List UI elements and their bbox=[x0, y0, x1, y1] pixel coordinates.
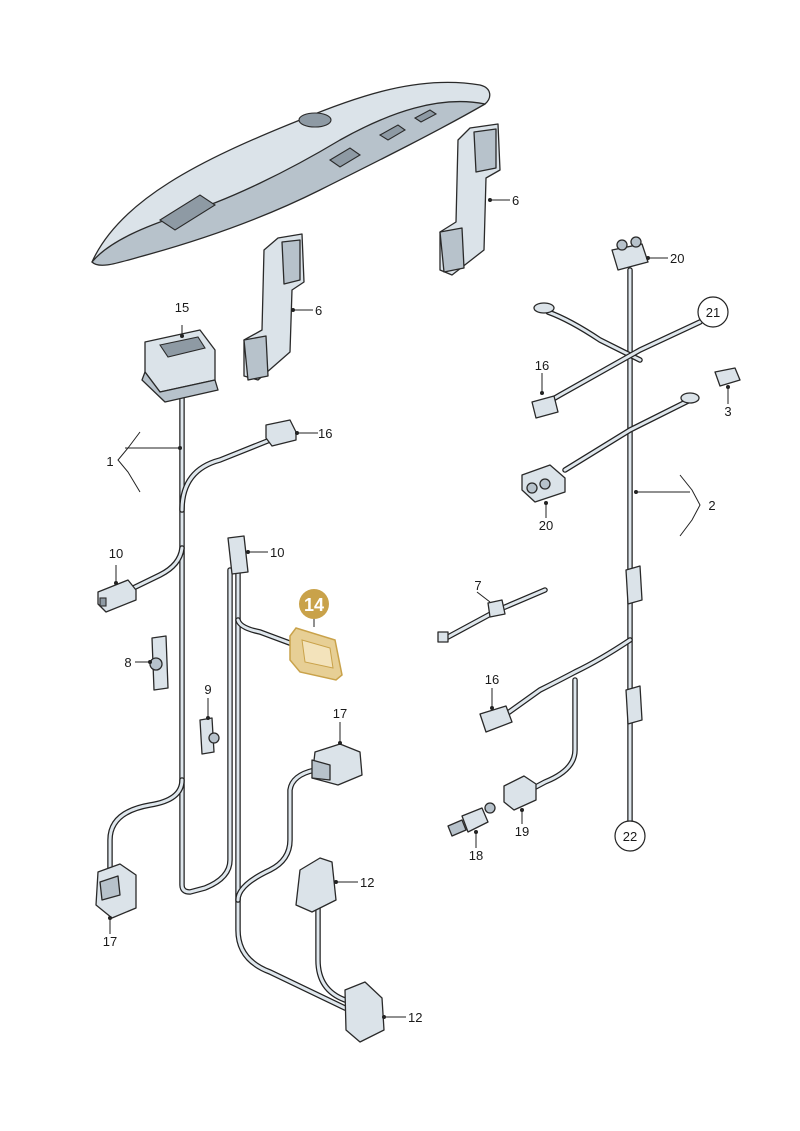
callout-6-upper: 6 bbox=[512, 193, 519, 208]
callout-10-left: 10 bbox=[109, 546, 123, 561]
callout-2: 2 bbox=[708, 498, 715, 513]
callout-dots bbox=[108, 198, 730, 1019]
callout-21: 21 bbox=[706, 305, 720, 320]
connector-20-top bbox=[611, 236, 649, 271]
circled-callout-21: 21 bbox=[697, 296, 729, 328]
connector-17-center bbox=[311, 743, 363, 786]
fuse-box bbox=[141, 329, 219, 403]
cable-tie-7 bbox=[437, 599, 506, 643]
leader-lines bbox=[109, 199, 729, 1018]
ring-terminal-b bbox=[680, 392, 700, 404]
connector-10-left bbox=[97, 579, 137, 613]
callout-12-upper: 12 bbox=[360, 875, 374, 890]
clip-3 bbox=[714, 367, 741, 387]
clip-lower-right bbox=[625, 685, 643, 725]
callout-16-right-upper: 16 bbox=[535, 358, 549, 373]
holder-12-lower bbox=[344, 981, 385, 1043]
connector-16-right-lower bbox=[479, 705, 513, 733]
ring-terminal-a bbox=[533, 302, 555, 314]
clip-9 bbox=[199, 717, 220, 755]
callout-3: 3 bbox=[724, 404, 731, 419]
callout-17-center: 17 bbox=[333, 706, 347, 721]
callout-1: 1 bbox=[106, 454, 113, 469]
callout-14: 14 bbox=[304, 595, 324, 615]
highlight-callout-14[interactable]: 14 bbox=[299, 589, 329, 619]
bracket-upper bbox=[439, 123, 501, 276]
holder-12-upper bbox=[295, 857, 337, 913]
callout-20-lower: 20 bbox=[539, 518, 553, 533]
connector-19 bbox=[503, 775, 537, 811]
clip-upper-right bbox=[625, 565, 643, 605]
connector-16-right-upper bbox=[531, 395, 559, 419]
callout-8: 8 bbox=[124, 655, 131, 670]
callout-12-lower: 12 bbox=[408, 1010, 422, 1025]
callout-16-right-lower: 16 bbox=[485, 672, 499, 687]
bracket-lower bbox=[243, 233, 305, 381]
left-harness bbox=[107, 392, 348, 1011]
callout-6-lower: 6 bbox=[315, 303, 322, 318]
callout-19: 19 bbox=[515, 824, 529, 839]
control-unit-14 bbox=[289, 627, 343, 681]
trim-panel bbox=[91, 81, 491, 266]
callout-10-center: 10 bbox=[270, 545, 284, 560]
right-harness bbox=[445, 267, 703, 825]
callout-9: 9 bbox=[204, 682, 211, 697]
callout-7: 7 bbox=[474, 578, 481, 593]
connector-17-left bbox=[95, 863, 137, 919]
connector-10-center bbox=[227, 535, 249, 575]
callout-22: 22 bbox=[623, 829, 637, 844]
callout-16-left: 16 bbox=[318, 426, 332, 441]
connector-16-left bbox=[265, 419, 297, 447]
callout-15: 15 bbox=[175, 300, 189, 315]
callout-labels: 15 1 16 10 10 8 9 17 17 12 12 6 6 20 16 … bbox=[103, 193, 732, 1025]
sensor-18 bbox=[447, 802, 496, 837]
callout-18: 18 bbox=[469, 848, 483, 863]
callout-17-left: 17 bbox=[103, 934, 117, 949]
callout-20-top: 20 bbox=[670, 251, 684, 266]
circled-callout-22: 22 bbox=[614, 820, 646, 852]
clip-8 bbox=[149, 635, 169, 691]
connector-20-lower bbox=[521, 464, 566, 503]
